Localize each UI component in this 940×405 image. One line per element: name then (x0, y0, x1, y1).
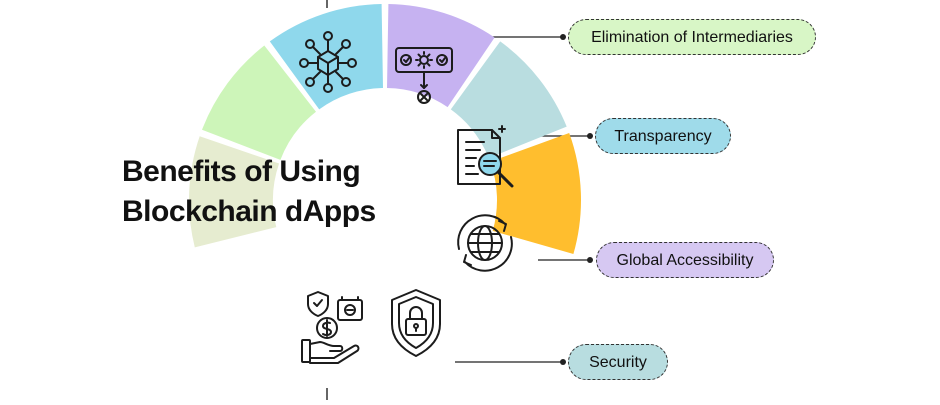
title-line-2: Blockchain dApps (122, 195, 376, 228)
segment-transparency (269, 4, 383, 110)
segment-decentralization (189, 136, 280, 248)
benefit-pill-global-accessibility: Global Accessibility (596, 242, 774, 278)
hand-money-icon (301, 291, 363, 364)
connector-3 (455, 359, 566, 365)
segment-security (450, 41, 567, 158)
document-magnifier-icon (457, 125, 514, 188)
diagram-title: Benefits of Using Blockchain dApps (122, 152, 376, 232)
title-line-1: Benefits of Using (122, 155, 361, 188)
connector-2 (538, 257, 593, 263)
segment-automation (202, 45, 316, 160)
globe-cycle-icon (457, 214, 513, 272)
shield-lock-icon (391, 289, 441, 357)
segment-financial (490, 133, 581, 254)
benefit-pill-elimination-of-intermediaries: Elimination of Intermediaries (568, 19, 816, 55)
network-cube-icon (299, 31, 357, 93)
benefit-pill-transparency: Transparency (595, 118, 731, 154)
gear-workflow-icon (395, 47, 453, 104)
benefit-pill-security: Security (568, 344, 668, 380)
